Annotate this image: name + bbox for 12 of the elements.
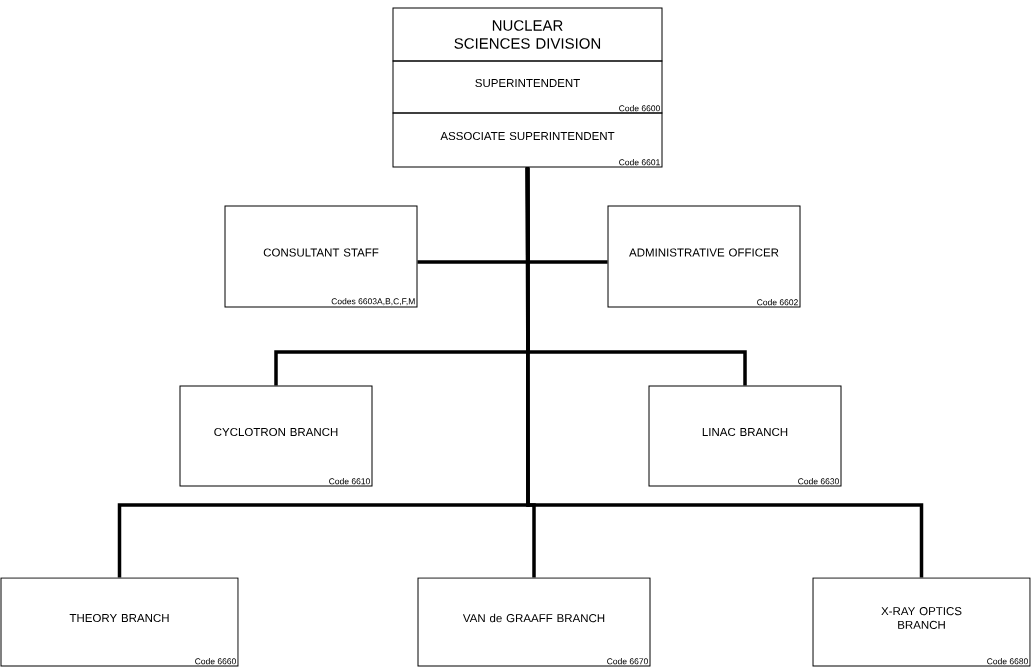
org-box: NUCLEAR SCIENCES DIVISION [392, 7, 663, 62]
org-box: ADMINISTRATIVE OFFICER Code 6602 [607, 205, 801, 308]
org-box: ASSOCIATE SUPERINTENDENT Code 6601 [392, 112, 663, 168]
org-box: CYCLOTRON BRANCH Code 6610 [179, 385, 373, 487]
org-box: CONSULTANT STAFF Codes 6603A,B,C,F,M [224, 205, 418, 308]
connector-line [525, 167, 924, 578]
org-box: THEORY BRANCH Code 6660 [0, 577, 239, 667]
org-box: X-RAY OPTICS BRANCH Code 6680 [812, 577, 1031, 667]
org-box: VAN de GRAAFF BRANCH Code 6670 [417, 577, 651, 667]
connector-line [525, 167, 747, 386]
org-box: SUPERINTENDENT Code 6600 [392, 60, 663, 114]
org-box: LINAC BRANCH Code 6630 [648, 385, 842, 487]
